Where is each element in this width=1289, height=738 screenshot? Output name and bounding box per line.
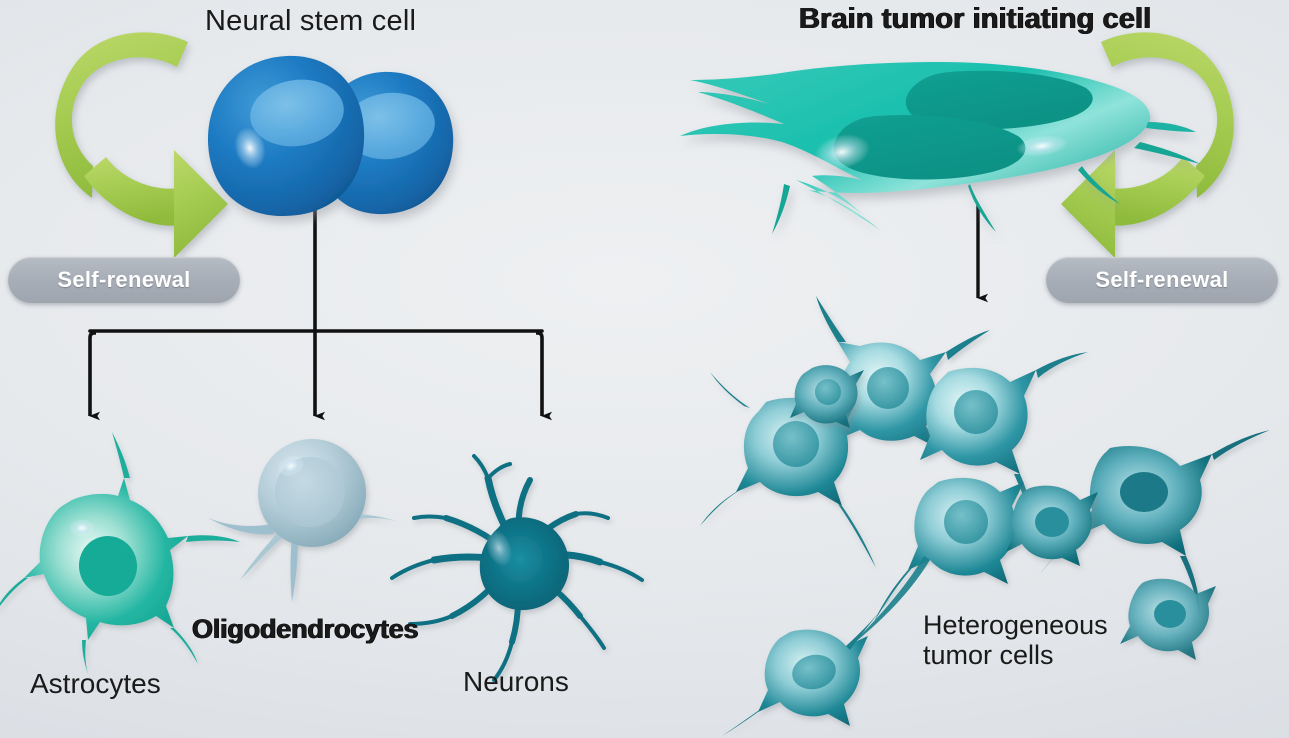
- page-title-neural-stem-cell: Neural stem cell: [205, 5, 417, 37]
- neural-stem-cell: [207, 55, 454, 216]
- cell-label-heterogeneous-line1: Heterogeneous: [923, 610, 1108, 640]
- status-badge-self-renewal-right: Self-renewal: [1046, 257, 1278, 303]
- cell-label-oligodendrocytes: Oligodendrocytes: [192, 614, 419, 644]
- cell-label-neurons: Neurons: [463, 666, 569, 697]
- brain-tumor-initiating-cell: [680, 62, 1200, 234]
- tumor-cell: [1120, 578, 1216, 660]
- page-title-brain-tumor-initiating-cell: Brain tumor initiating cell: [799, 3, 1152, 35]
- status-badge-self-renewal-left: Self-renewal: [8, 257, 240, 303]
- tumor-cell: [722, 588, 898, 736]
- self-renewal-arrow-right: [1061, 32, 1234, 258]
- tumor-cell: [1006, 485, 1098, 566]
- oligodendrocyte-cell: [208, 439, 410, 602]
- neuron-cell: [390, 454, 644, 682]
- tumor-cell-process: [848, 556, 930, 648]
- cell-label-astrocytes: Astrocytes: [30, 668, 161, 699]
- tumor-cell: [874, 477, 1024, 622]
- tumor-cell: [1040, 430, 1270, 616]
- tumor-cell: [700, 372, 876, 568]
- heterogeneous-tumor-cell-cluster: [700, 296, 1270, 736]
- tumor-cell: [816, 296, 990, 448]
- tumor-cell: [920, 352, 1088, 540]
- self-renewal-arrow-left: [55, 32, 228, 258]
- cell-label-heterogeneous-line2: tumor cells: [923, 640, 1054, 671]
- branching-arrow-icon: [88, 203, 552, 421]
- astrocyte-cell: [0, 432, 240, 684]
- tumor-cell: [790, 365, 864, 428]
- cell-label-heterogeneous-tumor-cells: Heterogeneous tumor cells: [923, 610, 1108, 670]
